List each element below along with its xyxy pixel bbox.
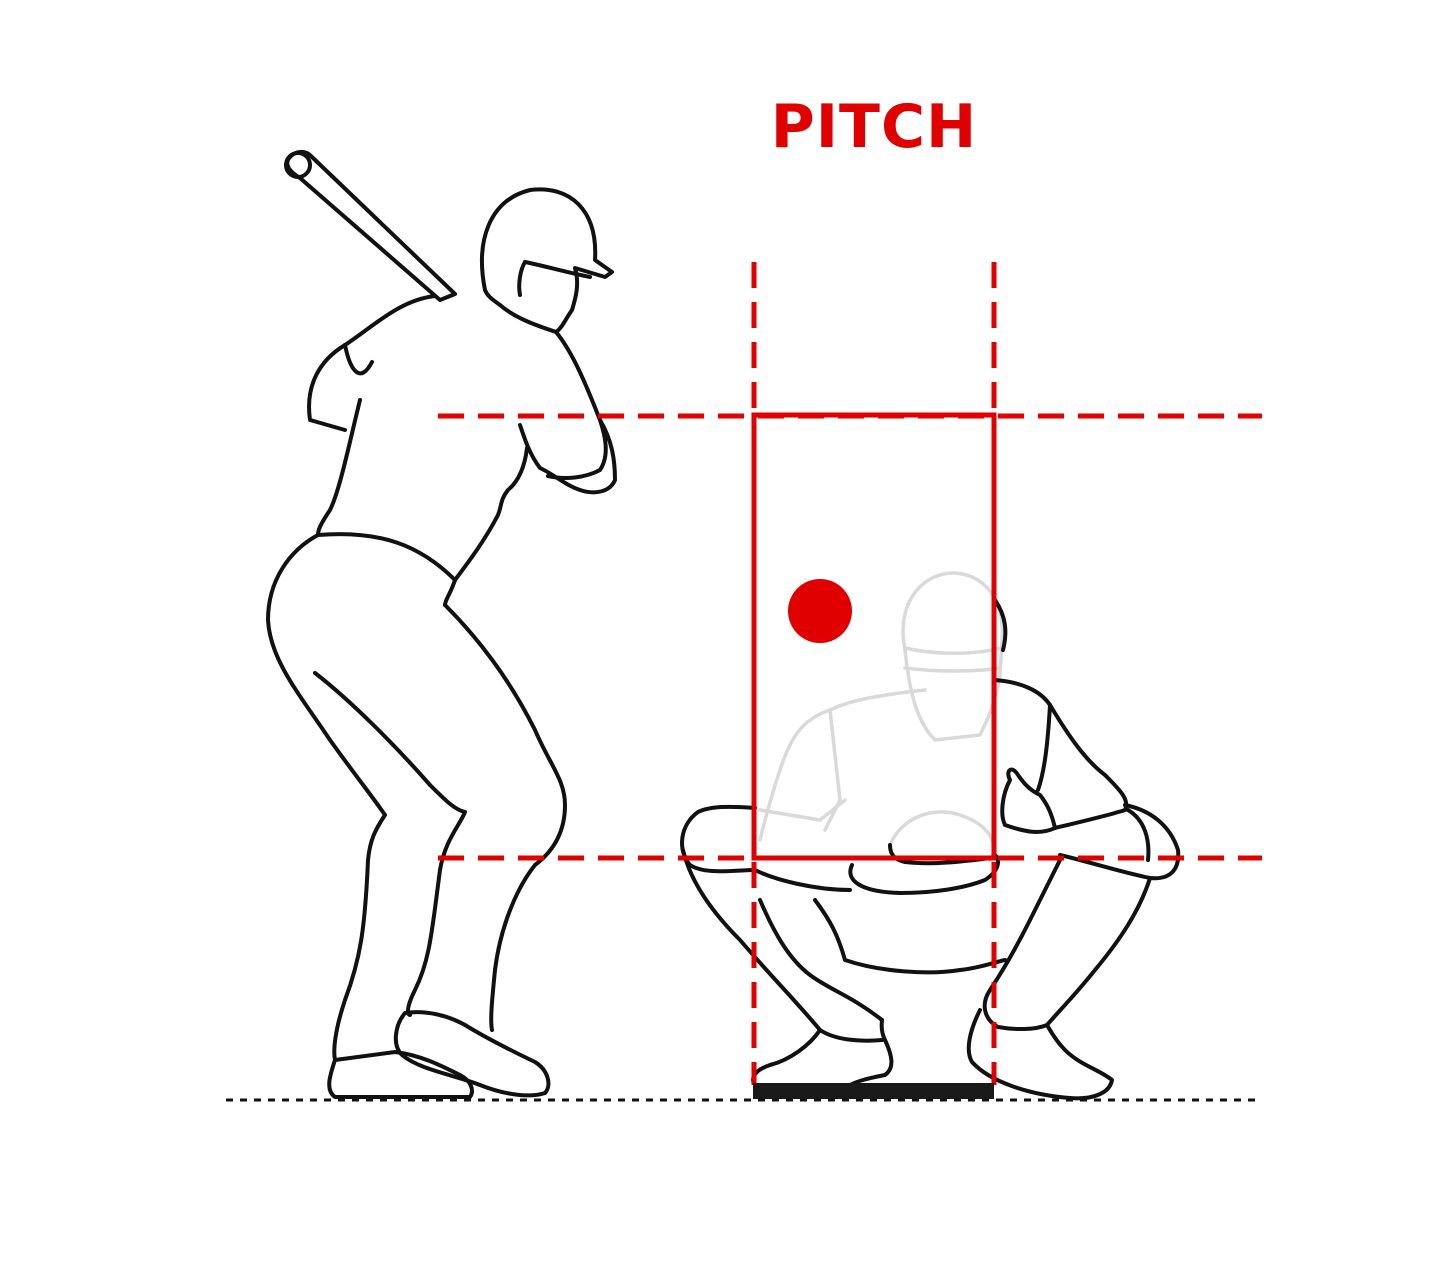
- pitch-title: PITCH: [770, 92, 978, 162]
- strike-zone: [438, 262, 1262, 1085]
- catcher-ghost-icon: [758, 571, 1005, 862]
- home-plate: [753, 1083, 994, 1099]
- ball-icon: [788, 579, 852, 643]
- strike-zone-box: [751, 412, 997, 861]
- catcher-figure: [680, 598, 1181, 1101]
- batter-figure: [266, 149, 617, 1099]
